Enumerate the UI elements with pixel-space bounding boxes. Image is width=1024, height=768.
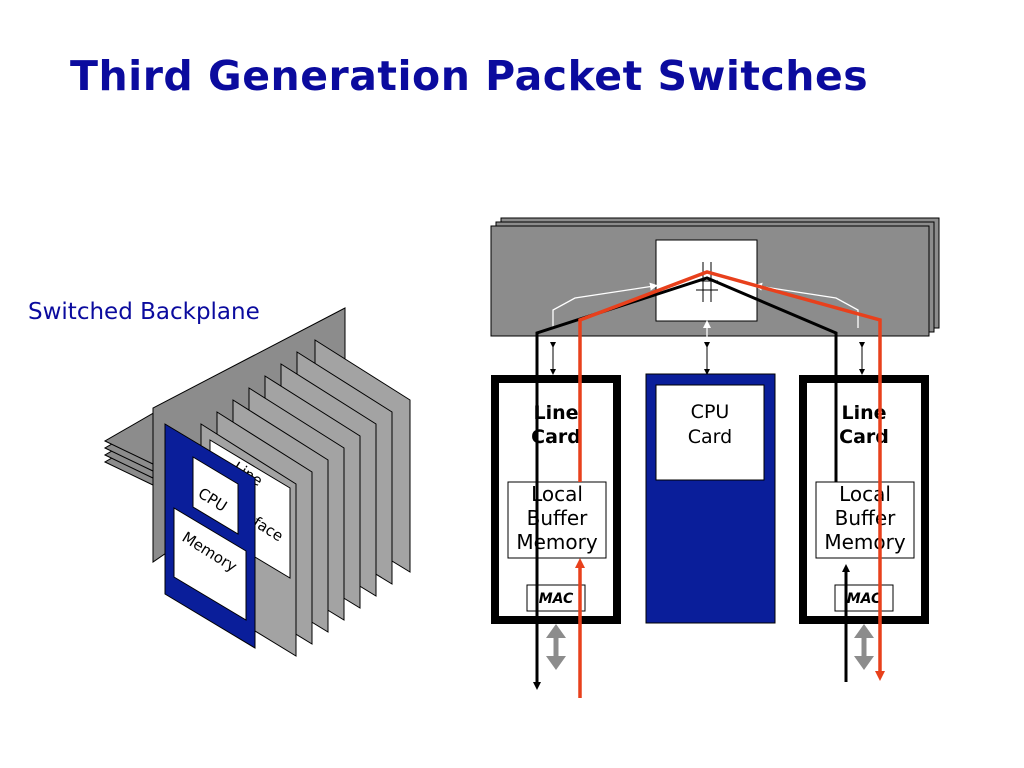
line-card-left: Line Card Local Buffer Memory MAC bbox=[491, 375, 621, 624]
switch-fabric-backplane bbox=[490, 217, 940, 337]
line-card-left-title-1: Line bbox=[533, 402, 578, 424]
local-buffer-right bbox=[815, 481, 915, 559]
line-card-right-title-1: Line bbox=[841, 402, 886, 424]
card-connectors bbox=[550, 342, 865, 375]
mac-left-label: MAC bbox=[539, 591, 574, 607]
switched-backplane-caption: Switched Backplane bbox=[28, 299, 260, 325]
cpu-card-title-2: Card bbox=[688, 426, 732, 448]
perspective-backplane-drawing: Line face CPU Memory bbox=[103, 307, 411, 657]
mac-right-label: MAC bbox=[847, 591, 882, 607]
control-paths bbox=[552, 282, 859, 340]
cpu-card: CPU Card bbox=[645, 373, 776, 624]
line-card-right: Line Card Local Buffer Memory MAC bbox=[799, 375, 929, 624]
slide-title: Third Generation Packet Switches bbox=[70, 52, 869, 100]
packet-flow-black bbox=[533, 276, 850, 690]
cpu-panel bbox=[192, 456, 239, 535]
buffer-right-line-1: Local bbox=[839, 482, 891, 506]
buffer-left-line-3: Memory bbox=[516, 530, 598, 554]
buffer-right-line-3: Memory bbox=[824, 530, 906, 554]
local-buffer-left bbox=[507, 481, 607, 559]
mac-io-arrows bbox=[546, 624, 874, 670]
cpu-card-title-1: CPU bbox=[691, 401, 730, 423]
packet-flow-red bbox=[575, 270, 885, 698]
memory-panel bbox=[173, 507, 247, 621]
line-card-right-title-2: Card bbox=[839, 426, 889, 448]
line-card-left-title-2: Card bbox=[531, 426, 581, 448]
buffer-right-line-2: Buffer bbox=[835, 506, 896, 530]
buffer-left-line-1: Local bbox=[531, 482, 583, 506]
